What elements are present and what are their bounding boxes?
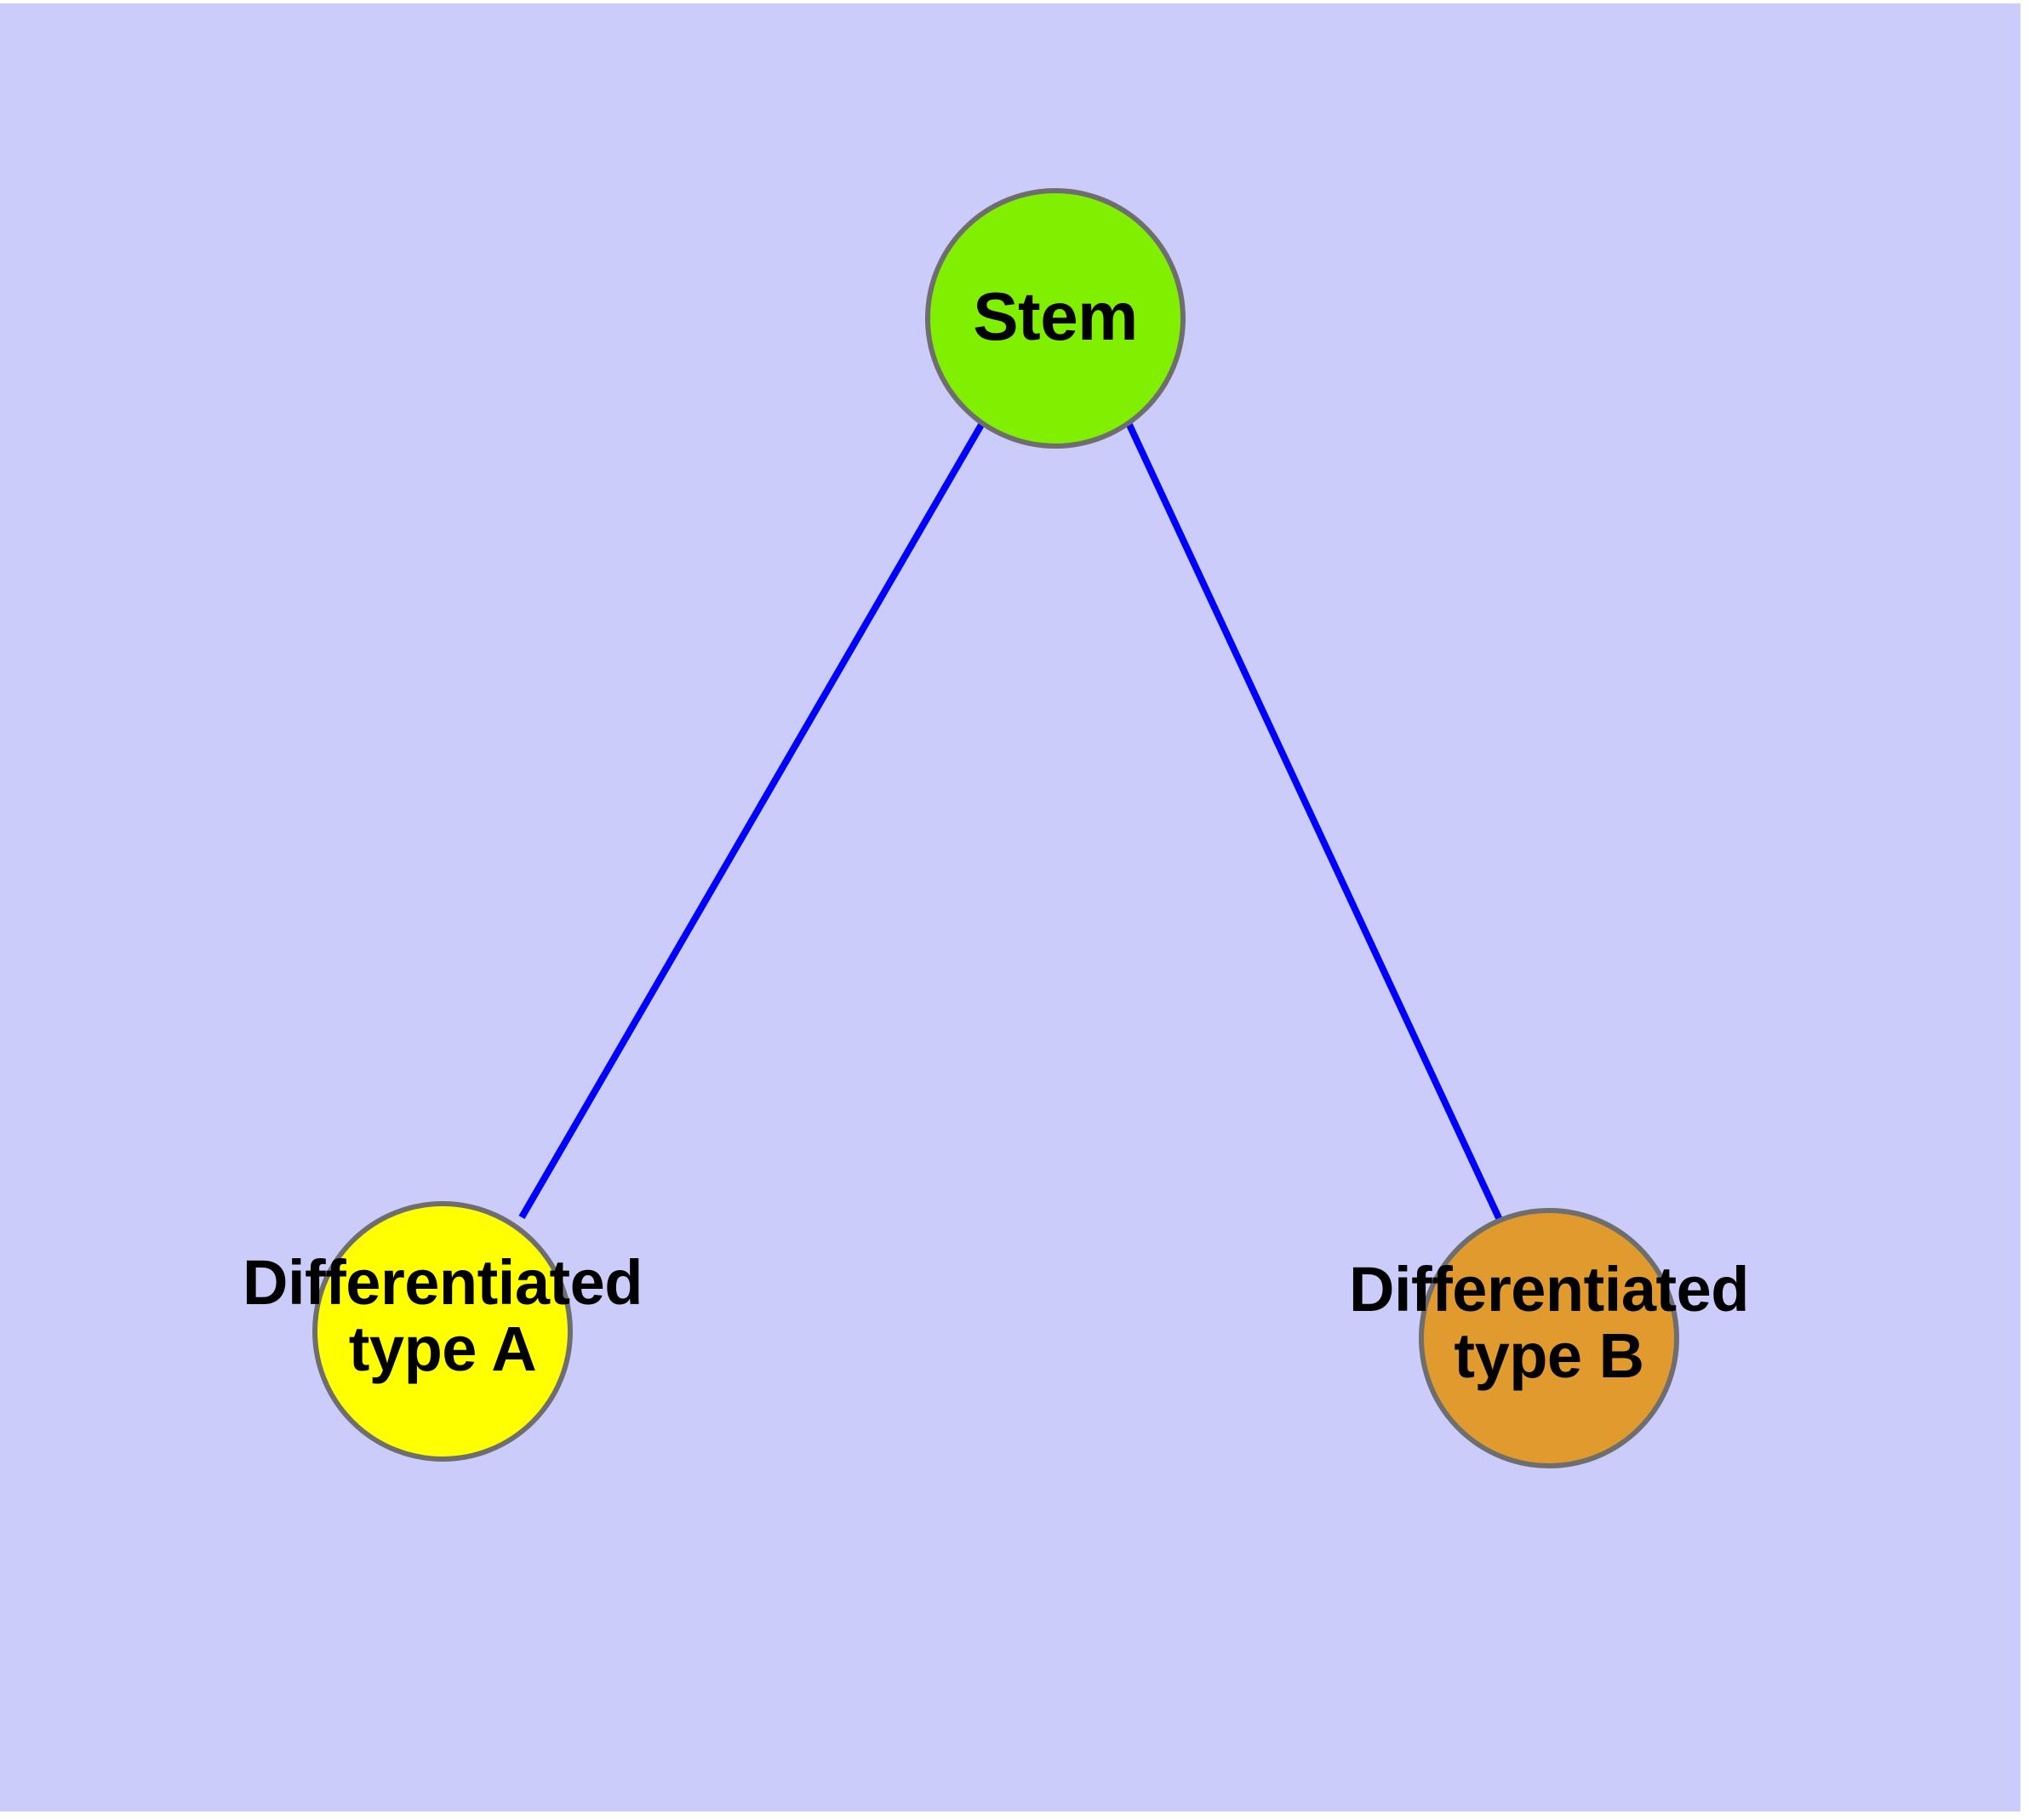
node-layer <box>312 188 1679 1468</box>
edge-layer <box>518 422 1504 1223</box>
node-diff-b-circle[interactable] <box>1419 1208 1679 1468</box>
edge-stem-to-diff-b <box>1126 423 1504 1223</box>
node-diff-a-circle[interactable] <box>312 1201 573 1462</box>
node-stem-circle[interactable] <box>925 188 1186 449</box>
edge-stem-to-diff-a <box>518 422 985 1220</box>
